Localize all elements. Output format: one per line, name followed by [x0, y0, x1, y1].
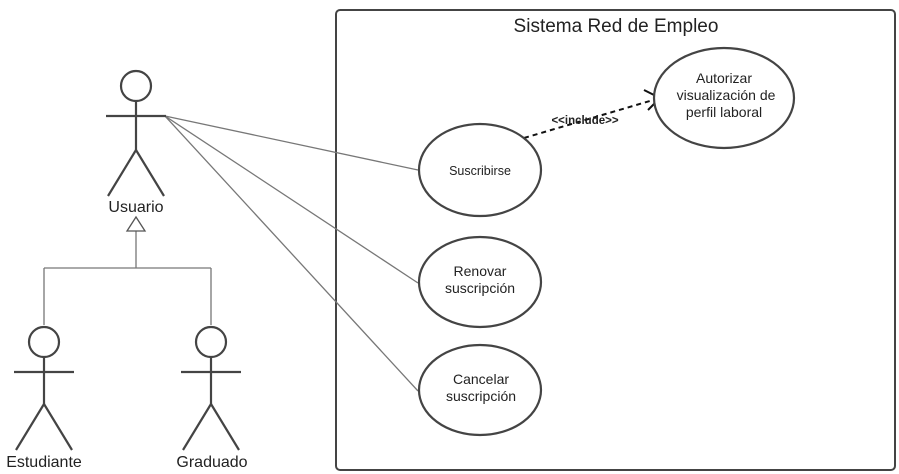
actor-usuario-label: Usuario — [108, 199, 163, 216]
generalization — [43, 215, 212, 325]
use-case-renovar-line2: suscripción — [445, 280, 515, 296]
use-case-autorizar-line3: perfil laboral — [686, 104, 762, 120]
actor-graduado-label: Graduado — [176, 454, 247, 471]
use-case-suscribirse: Suscribirse — [417, 122, 543, 218]
use-case-autorizar: Autorizar visualización de perfil labora… — [652, 46, 796, 150]
actor-estudiante-label: Estudiante — [6, 454, 82, 471]
actor-graduado: Graduado — [176, 325, 248, 471]
association-suscribirse — [164, 115, 419, 171]
use-case-autorizar-line2: visualización de — [677, 87, 776, 103]
use-case-cancelar-line2: suscripción — [446, 388, 516, 404]
use-case-autorizar-line1: Autorizar — [696, 70, 752, 86]
use-case-renovar: Renovar suscripción — [417, 235, 543, 329]
association-cancelar — [164, 115, 419, 392]
include-arrow — [523, 97, 661, 139]
system-title: Sistema Red de Empleo — [514, 16, 719, 37]
use-case-cancelar-line1: Cancelar — [453, 371, 509, 387]
generalization-arrowhead — [125, 215, 147, 232]
association-renovar — [164, 115, 419, 284]
associations — [164, 115, 419, 392]
actor-usuario: Usuario — [106, 69, 166, 216]
use-case-renovar-line1: Renovar — [454, 263, 507, 279]
actor-estudiante: Estudiante — [6, 325, 82, 471]
include-label: <<include>> — [551, 115, 618, 127]
use-case-suscribirse-label: Suscribirse — [449, 164, 511, 178]
use-case-cancelar: Cancelar suscripción — [417, 343, 543, 437]
